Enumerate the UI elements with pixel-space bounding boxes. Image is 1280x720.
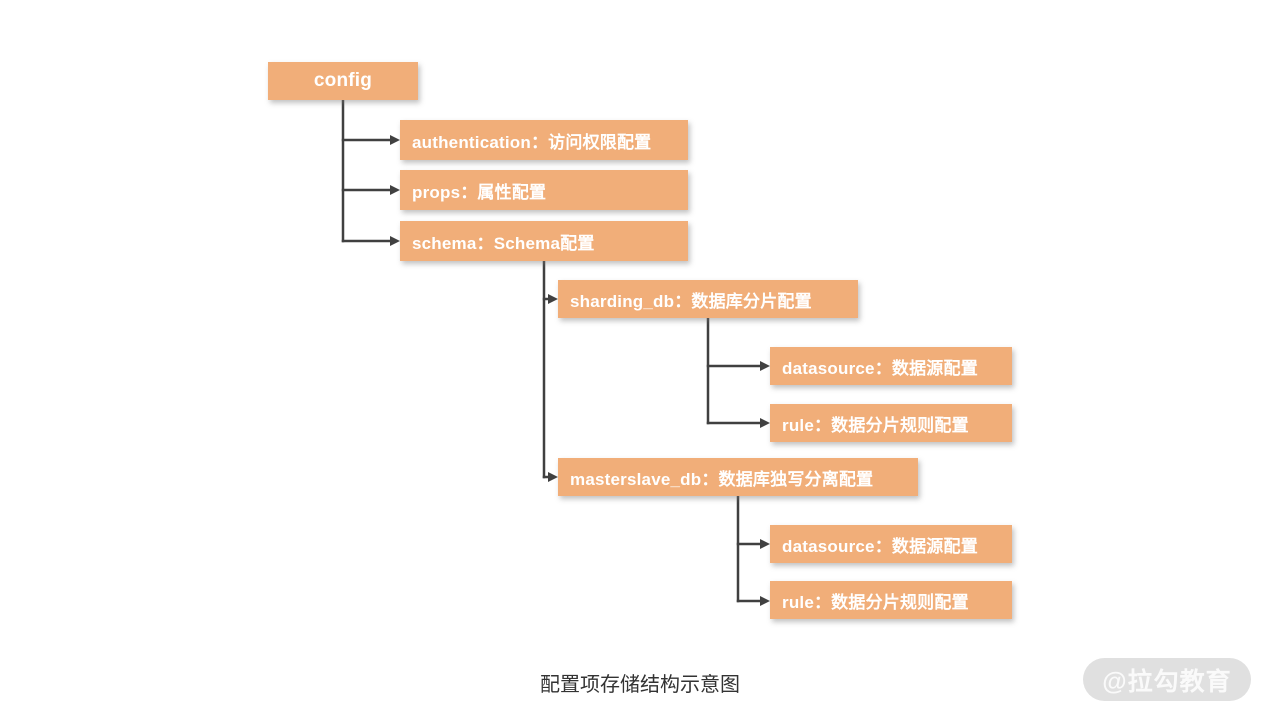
diagram-caption: 配置项存储结构示意图 [540,674,740,696]
watermark-text: @拉勾教育 [1102,667,1232,696]
arrowhead-icon [548,294,558,304]
arrowhead-icon [390,236,400,246]
arrowhead-icon [760,596,770,606]
node-authentication: authentication：访问权限配置 [400,120,688,160]
arrowhead-icon [760,361,770,371]
node-sharding_datasource: datasource：数据源配置 [770,347,1012,385]
arrowhead-icon [760,418,770,428]
node-masterslave_db: masterslave_db：数据库独写分离配置 [558,458,918,496]
watermark-badge: @拉勾教育 [1083,658,1251,701]
node-config: config [268,62,418,100]
node-sharding_rule: rule：数据分片规则配置 [770,404,1012,442]
node-masterslave_datasource: datasource：数据源配置 [770,525,1012,563]
node-schema: schema：Schema配置 [400,221,688,261]
arrowhead-icon [390,135,400,145]
arrowhead-icon [390,185,400,195]
node-masterslave_rule: rule：数据分片规则配置 [770,581,1012,619]
arrowhead-icon [548,472,558,482]
node-sharding_db: sharding_db：数据库分片配置 [558,280,858,318]
arrowhead-icon [760,539,770,549]
node-props: props：属性配置 [400,170,688,210]
